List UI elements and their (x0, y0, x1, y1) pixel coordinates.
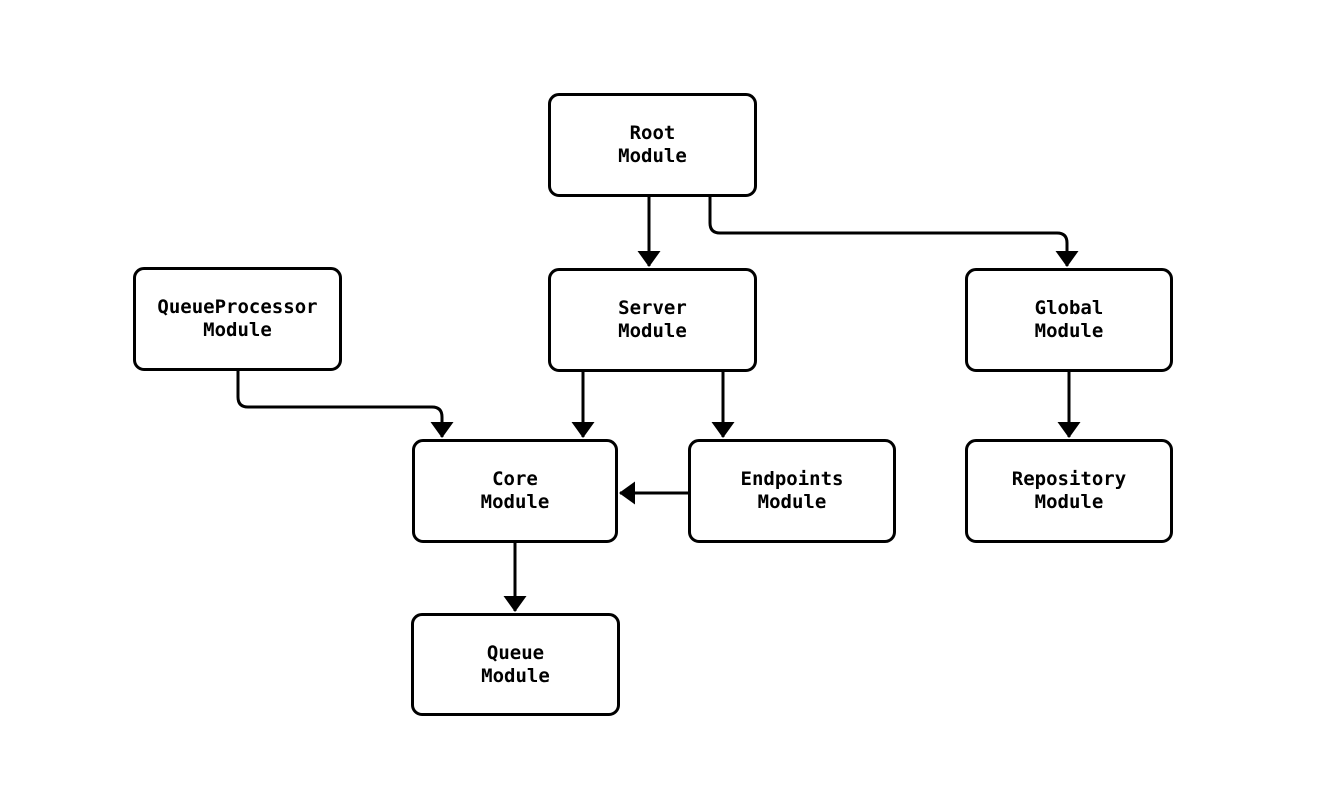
node-server-label-line: Module (618, 320, 687, 342)
edge-root-to-global (708, 197, 1079, 267)
node-queueprocessor-label-line: Module (203, 319, 272, 341)
node-endpoints-label-line: Module (757, 491, 827, 513)
node-root-label-line: Root (629, 122, 676, 144)
edge-group (236, 197, 1081, 612)
node-core-label-line: Module (480, 491, 550, 513)
edge-queueprocessor-to-core (236, 371, 454, 438)
node-queueprocessor-label-line: QueueProcessor (157, 296, 318, 318)
node-global-label-line: Global (1034, 297, 1104, 319)
node-core-label-line: Core (492, 468, 538, 490)
node-server-label-line: Server (618, 297, 687, 319)
node-root-label-line: Module (618, 145, 687, 167)
node-global-label-line: Module (1034, 320, 1104, 342)
node-repository-label-line: Module (1034, 491, 1104, 513)
node-repository-label-line: Repository (1011, 468, 1127, 490)
node-endpoints-label-line: Endpoints (740, 468, 844, 490)
node-queue-label-line: Queue (486, 641, 545, 664)
node-queue-label-line: Module (481, 664, 550, 687)
